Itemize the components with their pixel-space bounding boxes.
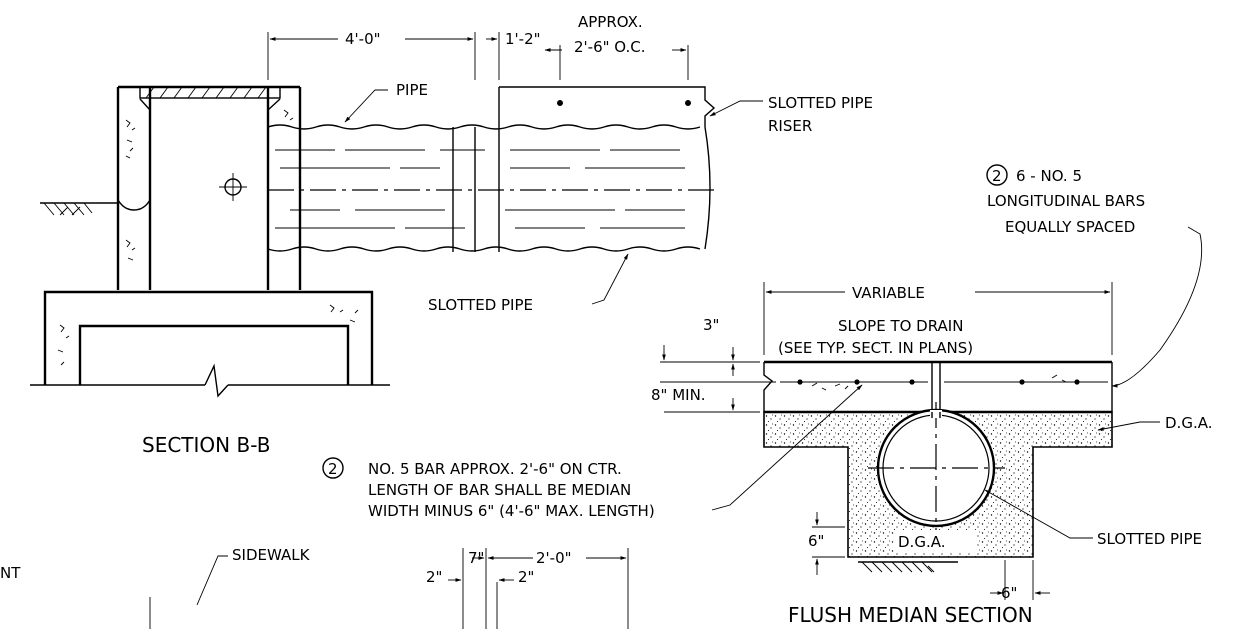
bolt-hole	[557, 100, 563, 106]
aggregate-marks	[57, 109, 359, 366]
sidewalk-label: SIDEWALK	[232, 546, 311, 564]
dim-6-left: 6"	[808, 532, 824, 550]
left-fragment-text: NT	[0, 564, 21, 582]
pipe-label: PIPE	[396, 81, 428, 99]
variable-label: VARIABLE	[852, 284, 925, 302]
dga-label-right: D.G.A.	[1165, 414, 1212, 432]
dim-2-0: 2'-0"	[536, 549, 572, 567]
dim-4-0: 4'-0"	[345, 30, 381, 48]
approx-label: APPROX.	[578, 13, 643, 31]
dga-base	[763, 402, 1113, 558]
bar-note-number: 2	[328, 460, 338, 478]
note2-line2: LONGITUDINAL BARS	[987, 192, 1145, 210]
note-circle	[986, 164, 1008, 186]
flush-median-section: 2 2 6 - NO. 5 LONGITUDINAL BARS EQUALLY …	[322, 164, 1212, 627]
slotted-pipe-riser-label-2: RISER	[768, 117, 812, 135]
bar-note-line1: NO. 5 BAR APPROX. 2'-6" ON CTR.	[368, 460, 622, 478]
flush-median-title: FLUSH MEDIAN SECTION	[788, 603, 1033, 627]
slotted-pipe-label: SLOTTED PIPE	[428, 296, 533, 314]
bar-note-line2: LENGTH OF BAR SHALL BE MEDIAN	[368, 481, 631, 499]
section-bb: 4'-0" 1'-2" APPROX. 2'-6" O.C. PIPE SLOT…	[30, 13, 873, 457]
note2-line3: EQUALLY SPACED	[1005, 218, 1135, 236]
slotted-pipe-riser-label-1: SLOTTED PIPE	[768, 94, 873, 112]
inlet-box	[30, 85, 390, 398]
slotted-pipe-label-median: SLOTTED PIPE	[1097, 530, 1202, 548]
note2-number: 2	[992, 167, 1002, 185]
slope-line1: SLOPE TO DRAIN	[838, 317, 963, 335]
section-bb-title: SECTION B-B	[142, 433, 270, 457]
dimensions-median	[660, 226, 1203, 600]
dim-2-right: 2"	[518, 568, 534, 586]
bar-note-circle	[322, 457, 344, 479]
slotted-pipe	[267, 86, 716, 252]
dim-6-bottom: 6"	[1001, 584, 1017, 602]
bolt-hole	[685, 100, 691, 106]
dim-3: 3"	[703, 316, 719, 334]
dim-2-6-oc: 2'-6" O.C.	[574, 38, 646, 56]
median-ground	[858, 561, 958, 573]
dim-1-2: 1'-2"	[505, 30, 541, 48]
bottom-detail: NT SIDEWALK 7" 2'-0" 2" 2"	[0, 546, 629, 629]
dim-8-min: 8" MIN.	[651, 386, 706, 404]
median-slab	[763, 360, 1113, 414]
dim-2-left: 2"	[426, 568, 442, 586]
ground-hatch	[40, 202, 118, 216]
bar-note-line3: WIDTH MINUS 6" (4'-6" MAX. LENGTH)	[368, 502, 655, 520]
dimensions-bb	[267, 32, 763, 305]
slope-line2: (SEE TYP. SECT. IN PLANS)	[778, 339, 973, 357]
dga-label-inner: D.G.A.	[898, 533, 945, 551]
note2-line1: 6 - NO. 5	[1016, 167, 1082, 185]
